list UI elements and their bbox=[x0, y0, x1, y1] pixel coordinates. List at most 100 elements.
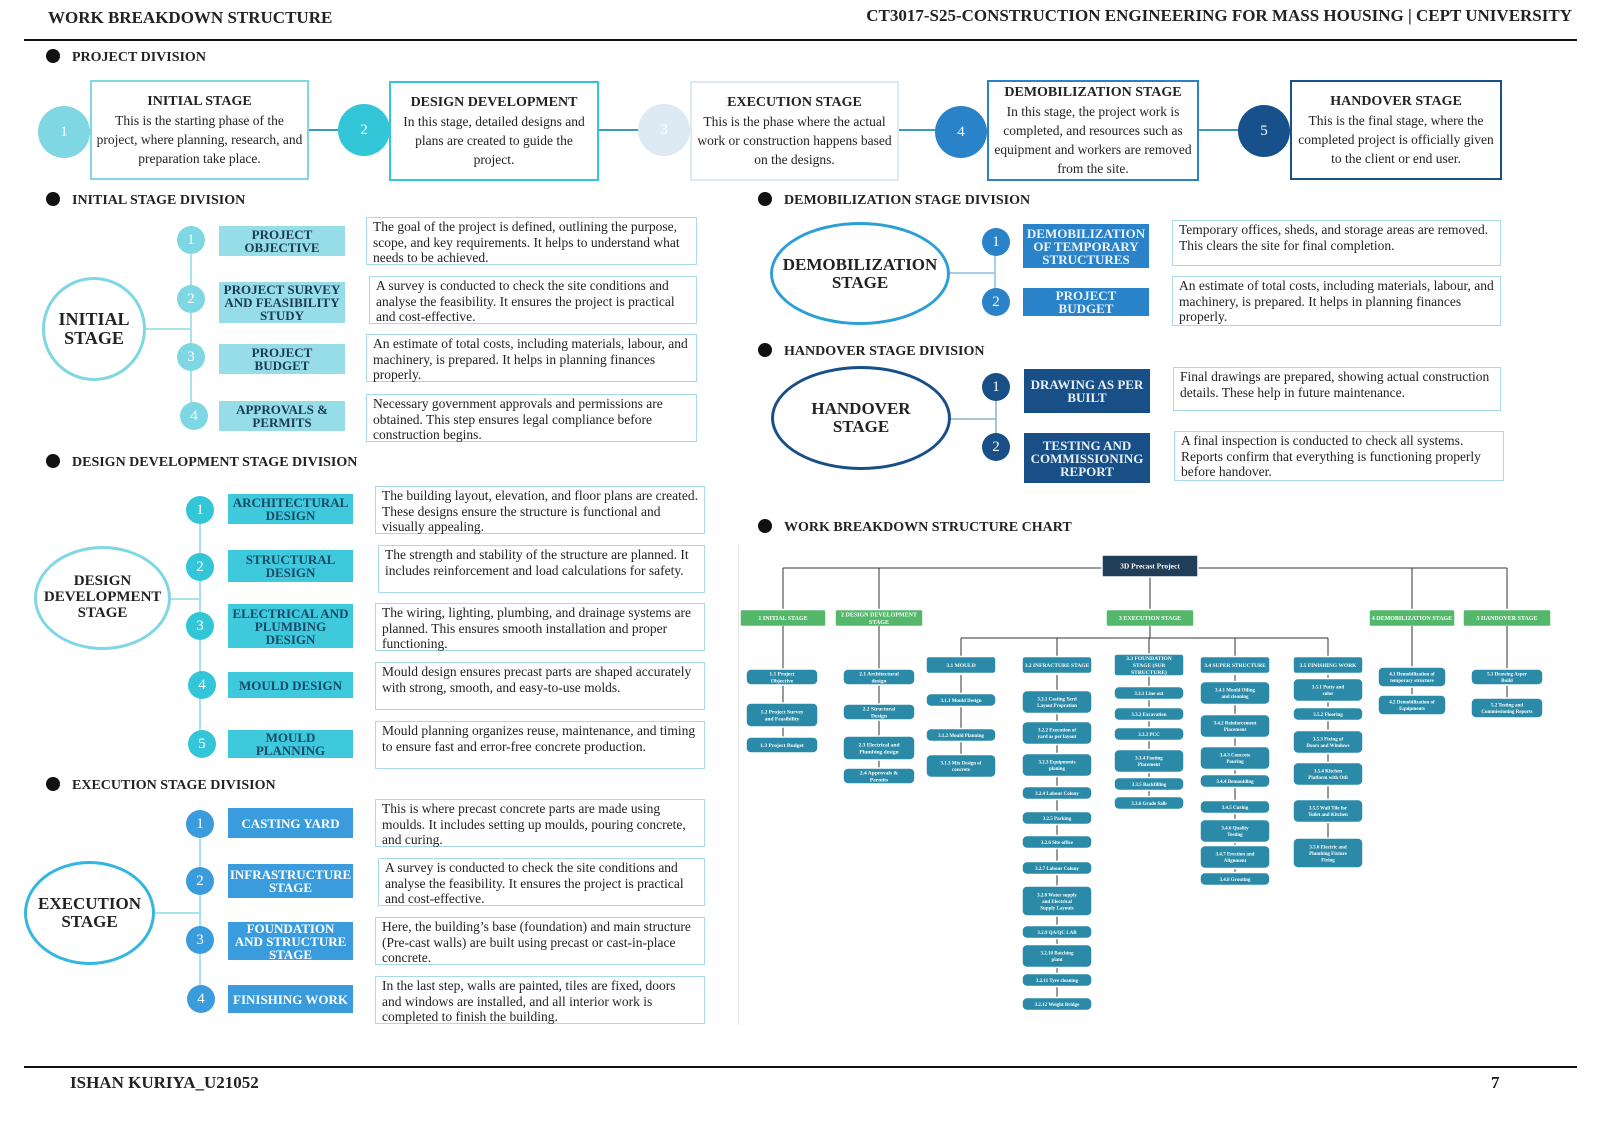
wbs-leaf-node bbox=[842, 668, 916, 686]
stage-card-design: DESIGN DEVELOPMENT In this stage, detail… bbox=[389, 81, 599, 181]
wbs-leaf-node-label: 3.2.6 Site office bbox=[1041, 841, 1074, 846]
handover-item-description: Final drawings are prepared, showing act… bbox=[1173, 367, 1501, 411]
connector bbox=[949, 418, 996, 420]
execution-item-tag: FINISHING WORK bbox=[228, 985, 353, 1013]
section-handover-division: HANDOVER STAGE DIVISION bbox=[758, 343, 984, 360]
page-header-left: WORK BREAKDOWN STRUCTURE bbox=[48, 8, 333, 27]
stage-title: DEMOBILIZATION STAGE bbox=[1004, 85, 1182, 100]
design-item-number: 2 bbox=[186, 553, 214, 581]
design-item-tag: ARCHITECTURAL DESIGN bbox=[228, 494, 353, 524]
wbs-stage-node-label: 3 EXECUTION STAGE bbox=[1119, 616, 1181, 622]
wbs-stage-node bbox=[834, 608, 924, 628]
header-rule bbox=[24, 39, 1577, 41]
handover-item-number: 1 bbox=[982, 373, 1010, 401]
demob-item-number: 1 bbox=[982, 228, 1010, 256]
design-item-tag: MOULD PLANNING bbox=[228, 730, 353, 758]
wbs-leaf-node-label: 2.4 Approvals &Permits bbox=[860, 770, 899, 783]
design-item-description: The strength and stability of the struct… bbox=[378, 545, 705, 593]
bullet-icon bbox=[758, 192, 772, 206]
wbs-leaf-node-label: 3.2.11 Tyre cleaning bbox=[1036, 979, 1079, 984]
wbs-group-node bbox=[1199, 655, 1271, 675]
design-item-number: 4 bbox=[188, 671, 216, 699]
execution-item-number: 1 bbox=[186, 810, 214, 838]
initial-item-number: 4 bbox=[180, 402, 208, 430]
stage-title: EXECUTION STAGE bbox=[727, 95, 862, 110]
stage-title: HANDOVER STAGE bbox=[1330, 94, 1462, 109]
execution-item-number: 2 bbox=[186, 867, 214, 895]
wbs-leaf-node-label: 3.4.5 Curing bbox=[1222, 806, 1249, 811]
section-title: HANDOVER STAGE DIVISION bbox=[784, 344, 985, 359]
bullet-icon bbox=[46, 454, 60, 468]
wbs-leaf-node bbox=[1199, 773, 1271, 789]
demob-item-description: Temporary offices, sheds, and storage ar… bbox=[1172, 220, 1501, 266]
wbs-leaf-node bbox=[1377, 694, 1447, 716]
design-item-number: 3 bbox=[186, 612, 214, 640]
wbs-group-node-label: 3.2 INFRACTURE STAGE bbox=[1025, 663, 1090, 669]
wbs-leaf-node-label: 3.2.12 Weight Bridge bbox=[1035, 1003, 1080, 1008]
initial-item-tag: PROJECT BUDGET bbox=[219, 344, 345, 374]
execution-item-description: Here, the building’s base (foundation) a… bbox=[375, 917, 705, 965]
section-demob-division: DEMOBILIZATION STAGE DIVISION bbox=[758, 192, 1030, 209]
wbs-leaf-node-label: 1.3 Project Budget bbox=[760, 743, 804, 749]
design-stage-oval: DESIGN DEVELOPMENT STAGE bbox=[34, 546, 171, 650]
execution-item-tag: CASTING YARD bbox=[228, 808, 353, 838]
divider bbox=[738, 545, 739, 1025]
section-title: DEMOBILIZATION STAGE DIVISION bbox=[784, 193, 1031, 208]
wbs-leaf-node-label: 3.2.9 QA/QC LAB bbox=[1037, 931, 1077, 936]
wbs-leaf-node bbox=[1021, 720, 1093, 746]
connector bbox=[170, 598, 200, 600]
stage-number-3: 3 bbox=[638, 104, 690, 156]
section-project-division: PROJECT DIVISION bbox=[46, 49, 206, 66]
section-title: INITIAL STAGE DIVISION bbox=[72, 193, 246, 208]
wbs-stage-node-label: 4 DEMOBILIZATION STAGE bbox=[1372, 616, 1452, 622]
wbs-leaf-node bbox=[1292, 837, 1364, 869]
wbs-leaf-node bbox=[1292, 706, 1364, 722]
wbs-group-node-label: 3.5 FINISHING WORK bbox=[1300, 663, 1358, 669]
wbs-leaf-node bbox=[925, 727, 997, 743]
wbs-leaf-node-label: 3.3.5 Backfilling bbox=[1132, 783, 1167, 788]
connector bbox=[154, 912, 200, 914]
design-item-tag: STRUCTURAL DESIGN bbox=[228, 550, 353, 582]
section-title: WORK BREAKDOWN STRUCTURE CHART bbox=[784, 520, 1072, 535]
connector bbox=[995, 387, 997, 447]
wbs-leaf-node bbox=[1021, 834, 1093, 850]
handover-stage-oval: HANDOVER STAGE bbox=[771, 366, 951, 470]
stage-description: In this stage, the project work is compl… bbox=[994, 104, 1192, 176]
wbs-leaf-node bbox=[1470, 668, 1544, 686]
wbs-leaf-node bbox=[1199, 844, 1271, 870]
wbs-leaf-node bbox=[1021, 885, 1093, 917]
stage-number-4: 4 bbox=[935, 106, 987, 158]
bullet-icon bbox=[46, 777, 60, 791]
connector bbox=[190, 240, 192, 416]
execution-stage-oval: EXECUTION STAGE bbox=[24, 861, 155, 965]
handover-item-description: A final inspection is conducted to check… bbox=[1174, 431, 1504, 481]
handover-item-tag: TESTING AND COMMISSIONING REPORT bbox=[1024, 433, 1150, 483]
wbs-leaf-node bbox=[1292, 677, 1364, 703]
wbs-group-node-label: 3.1 MOULD bbox=[946, 663, 975, 669]
connector bbox=[994, 242, 996, 300]
connector bbox=[199, 823, 201, 998]
wbs-leaf-node bbox=[1199, 818, 1271, 844]
wbs-leaf-node bbox=[745, 736, 819, 754]
wbs-leaf-node-label: 3.3.6 Grade Salb bbox=[1131, 802, 1167, 807]
section-execution-division: EXECUTION STAGE DIVISION bbox=[46, 777, 276, 794]
stage-card-handover: HANDOVER STAGE This is the final stage, … bbox=[1290, 80, 1502, 180]
wbs-stage-node bbox=[1462, 608, 1552, 628]
wbs-leaf-node-label: 3.3.2 Excavation bbox=[1131, 713, 1166, 718]
wbs-leaf-node-label: 3.5.2 Flooring bbox=[1313, 713, 1343, 718]
wbs-leaf-node-label: 3.2.7 Labour Colony bbox=[1035, 867, 1079, 872]
stage-title: INITIAL STAGE bbox=[147, 94, 252, 109]
stage-number-1: 1 bbox=[38, 106, 90, 158]
wbs-leaf-node bbox=[842, 735, 916, 761]
